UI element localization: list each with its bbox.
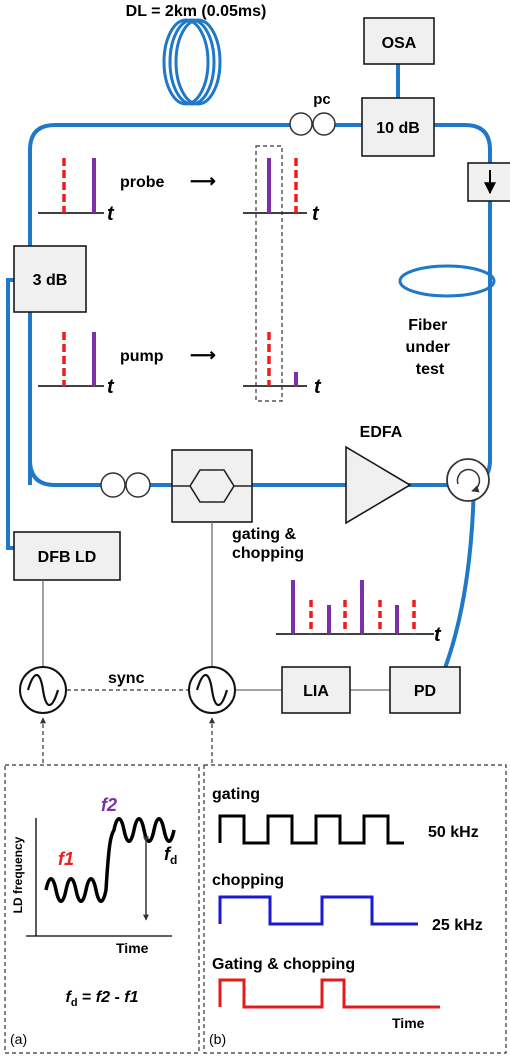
polarization-controller-top-icon	[289, 112, 336, 136]
dfb-laser-box[interactable]	[13, 531, 121, 581]
ld-frequency-axis-label: LD frequency	[11, 836, 25, 913]
gc-waveform	[218, 978, 440, 1009]
polarization-controller-bottom-icon	[100, 472, 151, 498]
pc-label: pc	[313, 91, 331, 108]
signal-generator-modulator-icon[interactable]	[188, 666, 236, 714]
signal-generator-laser-icon[interactable]	[19, 666, 67, 714]
probe-arrow-icon: ⟶	[190, 171, 216, 191]
f1-label: f1	[58, 849, 74, 869]
delay-line-label: DL = 2km (0.05ms)	[126, 3, 267, 20]
chopping-frequency: 25 kHz	[432, 917, 483, 934]
pulse-selection-box	[255, 145, 283, 402]
probe-output-time-label: t	[312, 203, 320, 225]
gating-waveform	[218, 814, 404, 845]
inset-b-frame	[203, 764, 507, 1054]
pump-output-pulses	[243, 332, 307, 387]
probe-input-pulses	[38, 158, 104, 214]
fiber-loop	[28, 123, 492, 487]
pump-input-time-label: t	[107, 376, 115, 398]
osa-box[interactable]	[363, 17, 435, 65]
sync-label: sync	[108, 670, 145, 687]
dfb-laser-label: DFB LD	[38, 549, 97, 566]
inset-a-tag: (a)	[10, 1031, 27, 1047]
f2-label: f2	[101, 795, 117, 815]
delay-line-coil-icon	[162, 18, 222, 106]
pump-arrow-icon: ⟶	[190, 345, 216, 365]
lock-in-amplifier-label: LIA	[303, 683, 329, 700]
edfa-amplifier-icon[interactable]	[345, 445, 412, 525]
fd-equation: fd = f2 - f1	[66, 989, 139, 1009]
coupler-10db-label: 10 dB	[376, 120, 420, 137]
probe-label: probe	[120, 174, 165, 191]
pump-label: pump	[120, 348, 164, 365]
modulator-box[interactable]	[171, 449, 253, 523]
edfa-label: EDFA	[360, 424, 403, 441]
laser-fiber	[6, 278, 32, 550]
coupler-3db-box[interactable]	[13, 245, 87, 313]
chopping-waveform	[218, 895, 418, 926]
chopping-label: chopping	[212, 872, 284, 889]
detected-time-label: t	[434, 624, 442, 646]
lock-in-amplifier-box[interactable]	[281, 666, 351, 714]
circulator-icon[interactable]	[446, 458, 490, 502]
gc-label: Gating & chopping	[212, 956, 355, 973]
inset-a-axes	[26, 818, 172, 937]
gating-frequency: 50 kHz	[428, 824, 479, 841]
pump-output-time-label: t	[314, 376, 322, 398]
coupler-10db-box[interactable]	[361, 97, 435, 157]
probe-output-pulses	[243, 158, 307, 214]
fiber-under-test-coil-icon	[398, 264, 496, 298]
gating-label: gating	[212, 786, 260, 803]
detector-fiber	[440, 478, 476, 678]
inset-b-tag: (b)	[209, 1031, 226, 1047]
detected-pulse-train	[276, 580, 434, 635]
inset-b-time-label: Time	[392, 1015, 425, 1031]
ld-frequency-trace	[44, 817, 176, 903]
probe-input-time-label: t	[107, 203, 115, 225]
pump-input-pulses	[38, 332, 104, 387]
fd-label: fd	[164, 844, 177, 867]
photodetector-box[interactable]	[389, 666, 461, 714]
photodetector-label: PD	[414, 683, 436, 700]
fiber-under-test-label: Fiber under test	[406, 317, 455, 378]
modulator-label: gating & chopping	[232, 526, 304, 562]
inset-a-frame	[4, 764, 200, 1054]
inset-a-time-label: Time	[116, 940, 149, 956]
coupler-3db-label: 3 dB	[33, 272, 68, 289]
osa-label: OSA	[382, 35, 417, 52]
